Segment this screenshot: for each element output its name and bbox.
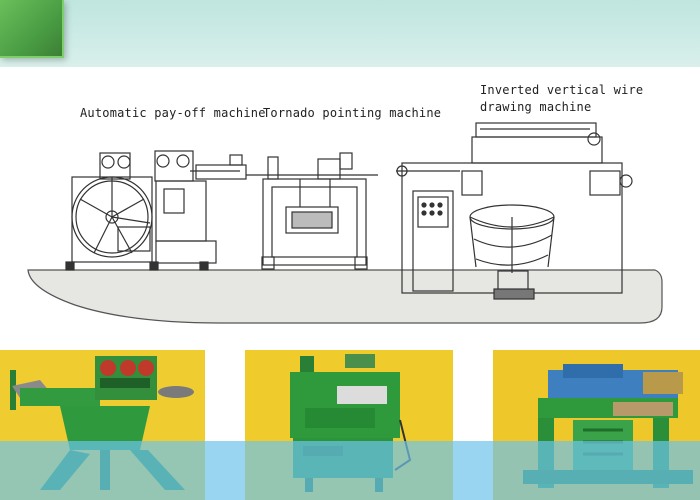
bottom-blue-overlay: [0, 441, 700, 500]
label-drawing-machine-line1: Inverted vertical wire: [480, 83, 644, 97]
label-tornado-machine: Tornado pointing machine: [263, 106, 442, 120]
label-payoff-machine: Automatic pay-off machine: [80, 106, 266, 120]
corner-machine-photo: [0, 0, 64, 58]
top-banner: [0, 0, 700, 67]
drawing-machine-drawing: [396, 122, 633, 300]
label-drawing-machine-line2: drawing machine: [480, 100, 592, 114]
machines-line-diagram: [27, 122, 663, 324]
payoff-machine-drawing: [65, 150, 247, 271]
tornado-machine-drawing: [246, 152, 378, 270]
